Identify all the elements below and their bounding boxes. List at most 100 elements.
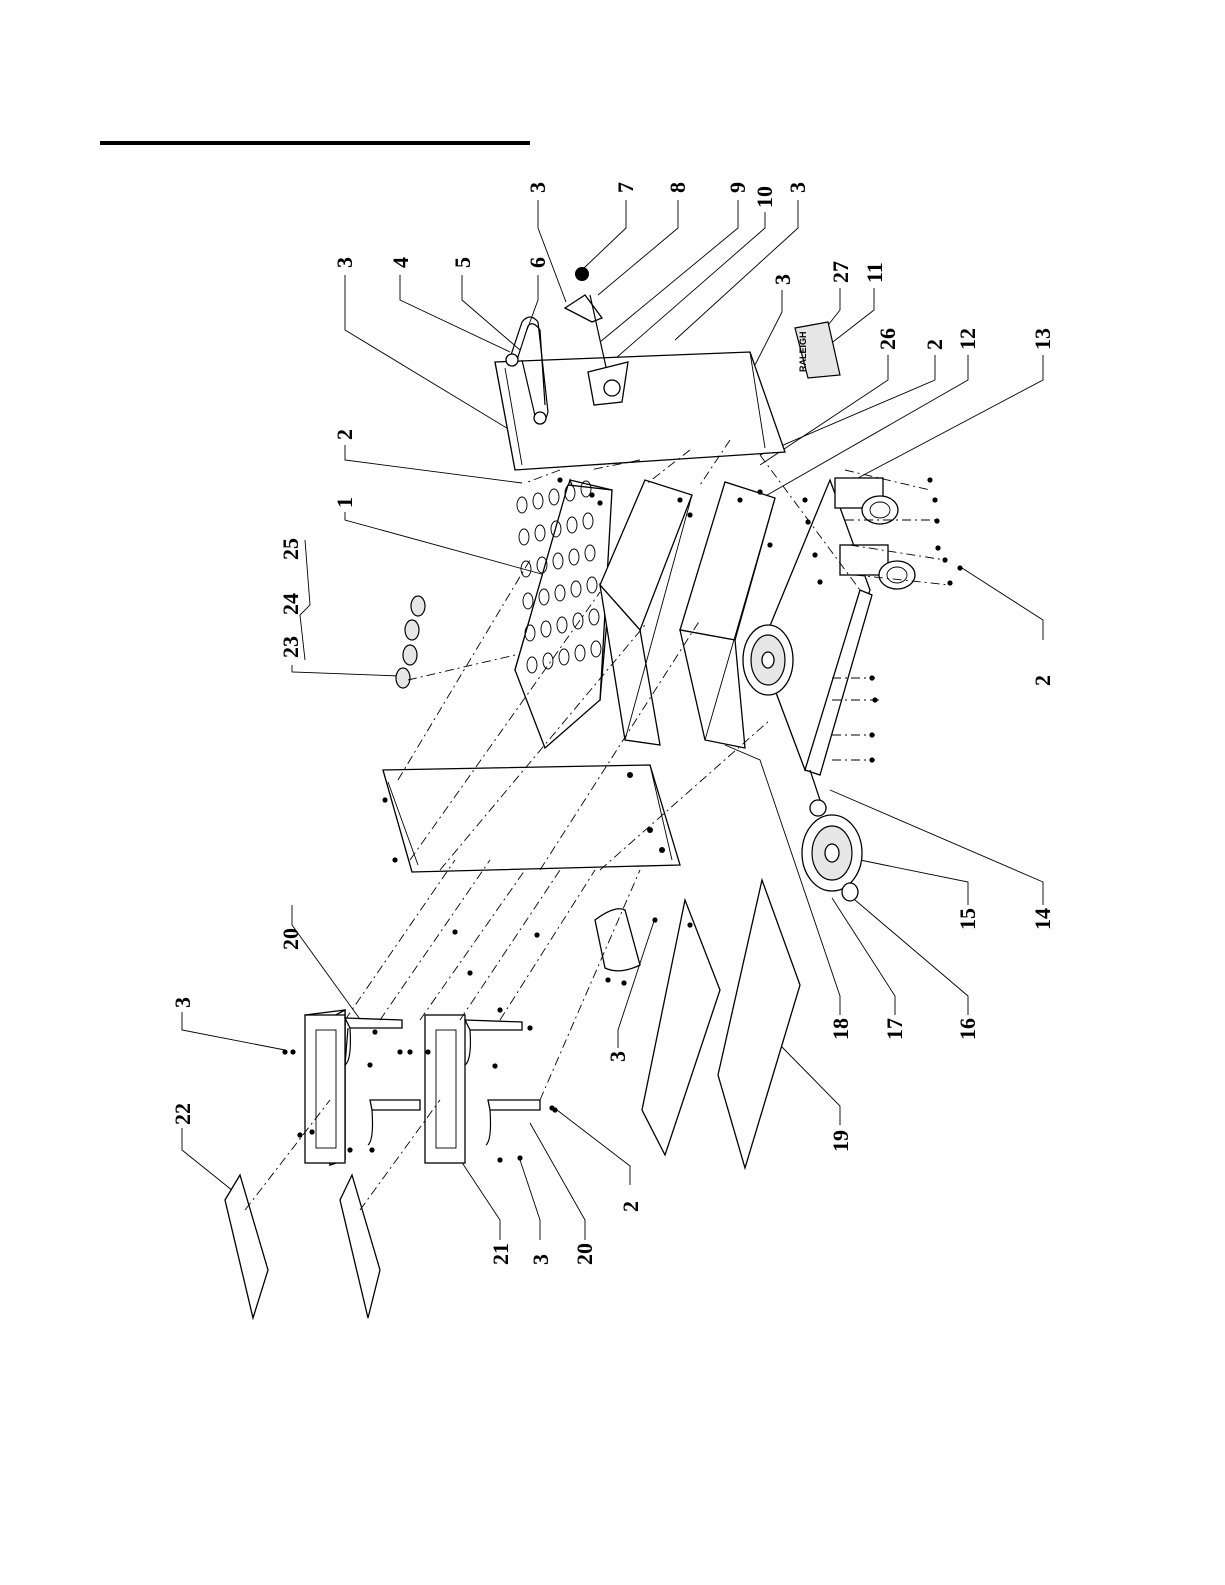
fastener xyxy=(652,917,657,922)
svg-text:18: 18 xyxy=(828,1018,853,1040)
callout-label: 4 xyxy=(388,257,510,352)
fastener xyxy=(282,1049,287,1054)
callout-label: 3 xyxy=(675,182,810,340)
top-perforated-tray xyxy=(515,480,612,748)
puck-set xyxy=(396,596,425,688)
fastener xyxy=(452,929,457,934)
fastener xyxy=(397,1049,402,1054)
svg-text:3: 3 xyxy=(785,182,810,193)
svg-text:14: 14 xyxy=(1030,908,1055,930)
svg-text:RALEIGH: RALEIGH xyxy=(798,332,808,373)
fastener xyxy=(621,980,626,985)
svg-text:22: 22 xyxy=(170,1103,195,1125)
svg-text:11: 11 xyxy=(862,262,887,283)
tray-hole xyxy=(533,493,543,509)
handle-end-panel xyxy=(495,352,785,470)
fastener xyxy=(869,732,874,737)
callout-label: 3 xyxy=(520,1160,553,1265)
svg-text:3: 3 xyxy=(332,257,357,268)
svg-text:15: 15 xyxy=(955,908,980,930)
tray-hole xyxy=(535,525,545,541)
shelf-bracket xyxy=(486,1100,540,1145)
svg-text:9: 9 xyxy=(725,182,750,193)
svg-text:4: 4 xyxy=(388,257,413,268)
callout-label: 9 xyxy=(600,182,750,342)
fastener xyxy=(367,1062,372,1067)
shelf-bracket xyxy=(345,1018,402,1065)
fastener xyxy=(425,1049,430,1054)
svg-text:21: 21 xyxy=(488,1243,513,1265)
svg-text:20: 20 xyxy=(278,928,303,950)
svg-text:12: 12 xyxy=(955,328,980,350)
lower-tray xyxy=(680,482,775,748)
fastener xyxy=(589,492,594,497)
svg-text:3: 3 xyxy=(770,274,795,285)
svg-text:27: 27 xyxy=(828,261,853,283)
svg-text:26: 26 xyxy=(875,328,900,350)
callout-label: 3 xyxy=(170,997,285,1050)
fastener xyxy=(869,757,874,762)
callout-label: 6 xyxy=(525,257,550,330)
fastener xyxy=(677,497,682,502)
svg-text:3: 3 xyxy=(170,997,195,1008)
callout-label: 25 xyxy=(278,538,303,560)
callout-label: 3 xyxy=(332,257,510,430)
fastener xyxy=(517,1155,522,1160)
callout-label: 14 xyxy=(830,790,1055,930)
svg-text:24: 24 xyxy=(278,593,303,615)
svg-text:20: 20 xyxy=(572,1243,597,1265)
fastener xyxy=(297,1132,302,1137)
tray-hole xyxy=(519,529,529,545)
caster-wheel xyxy=(835,478,898,524)
callout-label: 3 xyxy=(755,274,795,365)
fastener xyxy=(757,489,762,494)
svg-text:10: 10 xyxy=(752,186,777,208)
liner-sheet xyxy=(225,1175,268,1318)
tray-hole xyxy=(523,593,533,609)
svg-text:8: 8 xyxy=(665,182,690,193)
callout-label: 20 xyxy=(278,905,362,1022)
fastener xyxy=(497,1157,502,1162)
callout-label: 7 xyxy=(584,182,638,268)
fastener xyxy=(605,977,610,982)
svg-text:1: 1 xyxy=(332,497,357,508)
svg-text:3: 3 xyxy=(525,182,550,193)
fastener xyxy=(492,1063,497,1068)
fastener xyxy=(934,518,939,523)
fastener xyxy=(407,1049,412,1054)
fastener xyxy=(382,797,387,802)
callout-label: 3 xyxy=(525,182,566,302)
fastener xyxy=(527,1025,532,1030)
svg-text:2: 2 xyxy=(1030,675,1055,686)
fastener xyxy=(947,580,952,585)
callout-label: 10 xyxy=(608,186,777,365)
callout-label: 1 xyxy=(332,497,556,578)
large-wheel xyxy=(743,625,793,695)
fastener xyxy=(392,857,397,862)
fastener xyxy=(290,1049,295,1054)
fastener xyxy=(309,1129,314,1134)
svg-text:25: 25 xyxy=(278,538,303,560)
fastener xyxy=(817,579,822,584)
fastener xyxy=(687,922,692,927)
fastener xyxy=(737,497,742,502)
svg-text:16: 16 xyxy=(955,1018,980,1040)
small-curved-tray xyxy=(595,909,640,971)
fastener xyxy=(687,512,692,517)
svg-text:17: 17 xyxy=(882,1018,907,1040)
callout-label: 8 xyxy=(598,182,690,295)
svg-text:2: 2 xyxy=(922,339,947,350)
fastener xyxy=(869,675,874,680)
shelf-bracket xyxy=(465,1020,522,1065)
fastener xyxy=(534,932,539,937)
svg-text:3: 3 xyxy=(605,1051,630,1062)
fastener xyxy=(927,477,932,482)
fastener xyxy=(932,497,937,502)
brand-plate: RALEIGH xyxy=(795,322,840,378)
fastener xyxy=(467,970,472,975)
fastener xyxy=(805,519,810,524)
callout-label: 12 xyxy=(762,328,980,498)
fastener xyxy=(957,565,962,570)
